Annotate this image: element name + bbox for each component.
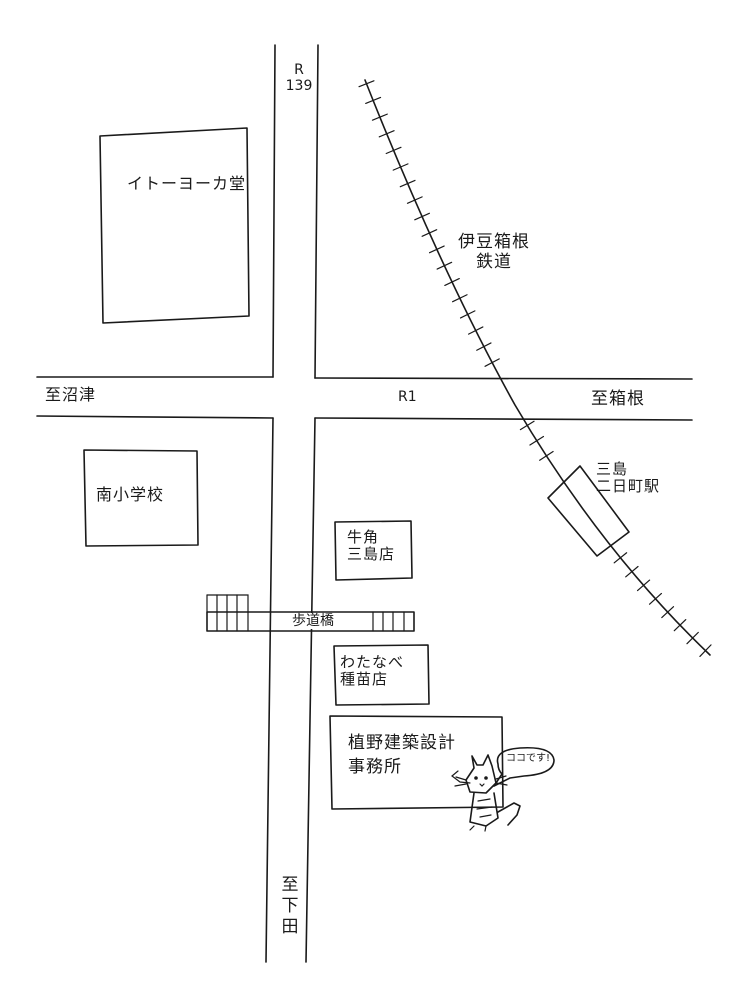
to-hakone-label: 至箱根: [591, 389, 645, 409]
railway-tie: [539, 450, 554, 461]
railway-tie: [392, 163, 409, 171]
station-label: 三島 二日町駅: [596, 460, 661, 496]
minami-school-building: [83, 449, 199, 547]
izuhakone-railway-label: 伊豆箱根 鉄道: [458, 232, 530, 272]
railway-tie: [428, 245, 445, 254]
nichomachi-station-building: [547, 465, 630, 557]
railway-tie: [444, 277, 460, 287]
railway-tie: [673, 619, 687, 632]
railway-tie: [661, 606, 675, 619]
route-1-south-edge-west: [36, 415, 274, 419]
izuhakone-railway-line: [364, 79, 711, 656]
railway-tie: [625, 565, 639, 578]
route-139-east-edge-south: [305, 417, 316, 963]
railway-tie: [636, 579, 651, 592]
railway-tie: [436, 261, 453, 270]
watanabe-label: わたなべ 種苗店: [340, 653, 405, 689]
gyukaku-label: 牛角 三島店: [347, 528, 396, 564]
railway-tie: [699, 644, 712, 658]
footbridge: [206, 594, 415, 632]
callout-text: ココです!: [506, 753, 551, 764]
route-139-east-edge-north: [314, 44, 319, 379]
watanabe-building: [333, 644, 430, 706]
railway-tie: [414, 212, 430, 221]
to-numazu-label: 至沼津: [45, 385, 97, 404]
office-building: [329, 715, 504, 810]
route-1-north-edge-east: [314, 377, 693, 380]
railway-tie: [484, 358, 500, 367]
cat-mascot-icon: [451, 754, 521, 832]
railway-tie: [358, 80, 375, 88]
minami-school-label: 南小学校: [96, 485, 165, 504]
route-139-west-edge-north: [272, 44, 276, 378]
railway-tie: [459, 310, 476, 319]
office-label: 植野建築設計 事務所: [348, 733, 456, 777]
to-shimoda-label: 至下田: [277, 875, 298, 938]
railway-tie: [686, 631, 699, 645]
railway-tie: [371, 113, 388, 121]
speech-bubble: [493, 746, 555, 787]
route-1-south-edge-east: [314, 417, 693, 421]
railway-tie: [476, 342, 492, 351]
railway-tie: [613, 552, 628, 564]
railway-tie: [452, 294, 468, 303]
railway-tie: [365, 96, 382, 105]
railway-tie: [421, 229, 438, 237]
railway-tie: [399, 179, 416, 188]
ito-yokado-building: [99, 127, 250, 324]
railway-ties: [358, 80, 712, 658]
route-1-label: R1: [398, 389, 417, 405]
railway-tie: [378, 130, 395, 138]
railway-tie: [406, 196, 423, 204]
route-139-label: R 139: [285, 62, 313, 95]
footbridge-label: 歩道橋: [292, 613, 334, 630]
railway-tie: [519, 420, 535, 431]
railway-tie: [529, 435, 545, 446]
route-139-west-edge-south: [265, 417, 274, 963]
railway-tie: [385, 146, 402, 155]
railway-tie: [467, 326, 484, 335]
railway-tie: [648, 592, 663, 605]
ito-yokado-label: イトーヨーカ堂: [127, 174, 247, 193]
gyukaku-building: [334, 520, 413, 581]
